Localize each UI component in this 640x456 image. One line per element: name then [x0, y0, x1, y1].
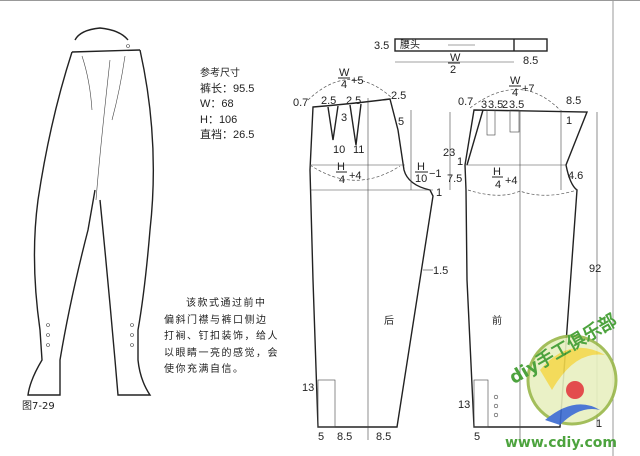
dimension-label: H	[417, 161, 425, 173]
dimension-label: 23	[443, 147, 455, 159]
dimension-label: 1.5	[433, 265, 448, 277]
dimension-label: +5	[351, 75, 364, 87]
dimension-label: 5	[398, 116, 404, 128]
dimension-label: 3	[341, 112, 347, 124]
dimension-label: 4	[495, 179, 501, 191]
description-line: 打裥、钉扣装饰，给人	[164, 331, 279, 342]
back-pattern-piece: 0.7 2.5 2.5 3 2.5 5 10 11 W 4+5 H 4+4 H …	[293, 67, 448, 443]
dimension-label: +4	[349, 170, 362, 182]
size-waist: W：68	[200, 98, 234, 110]
dimension-label: 10	[415, 173, 427, 185]
dimension-label: 4	[512, 87, 518, 99]
dimension-label: 2.5	[346, 95, 361, 107]
dimension-label: 8.5	[337, 431, 352, 443]
dimension-label: 前	[492, 314, 502, 327]
dimension-label: 5	[474, 431, 480, 443]
dimension-label: 92	[589, 263, 601, 275]
dimension-label: +7	[522, 83, 535, 95]
dimension-label: W	[510, 75, 521, 87]
dimension-label: 0.7	[458, 96, 473, 108]
dimension-label: 11	[353, 144, 364, 156]
dimension-label: 腰头	[400, 39, 420, 51]
dimension-label: 13	[458, 399, 470, 411]
dimension-label: 3.5	[509, 99, 524, 111]
dimension-label: 5	[318, 431, 324, 443]
dimension-label: +4	[505, 175, 518, 187]
dimension-label: 2.5	[321, 95, 336, 107]
dimension-label: 2.5	[391, 90, 406, 102]
dimension-label: 2	[450, 64, 456, 76]
dimension-label: 3.5	[374, 40, 389, 52]
dimension-label: 8.5	[523, 55, 538, 67]
dimension-label: W	[339, 67, 350, 79]
dimension-label: 1	[566, 115, 572, 127]
dimension-label: 7.5	[447, 173, 462, 185]
dimension-label: 8.5	[566, 95, 581, 107]
dimension-label: 1	[596, 418, 602, 430]
dimension-label: 4	[341, 79, 347, 91]
reference-sizes: 参考尺寸 裤长：95.5 W：68 H：106 直裆：26.5	[200, 66, 254, 144]
dimension-label: 3	[481, 99, 487, 111]
size-rise: 直裆：26.5	[200, 129, 255, 141]
description-paragraph: 该款式通过前中 偏斜门襟与裤口侧边 打裥、钉扣装饰，给人 以眼睛一亮的感觉，会 …	[164, 296, 304, 379]
dimension-label: 0.7	[293, 97, 308, 109]
dimension-label: 1	[457, 156, 463, 168]
dimension-label: 8.5	[376, 431, 391, 443]
reference-sizes-title: 参考尺寸	[200, 68, 240, 79]
dimension-label: 4.6	[568, 170, 583, 182]
dimension-label: W	[450, 52, 461, 64]
waistband: 3.5 腰头 W 2 8.5	[374, 38, 548, 76]
size-length: 裤长：95.5	[200, 82, 255, 95]
dimension-label: 2	[502, 99, 508, 111]
dimension-label: −1	[429, 168, 442, 180]
dimension-label: 13	[302, 382, 314, 394]
figure-caption: 图7-29	[22, 400, 55, 412]
description-line: 以眼睛一亮的感觉，会	[164, 347, 279, 359]
dimension-label: 3.5	[488, 99, 503, 111]
dimension-label: H	[337, 161, 345, 173]
dimension-label: 1	[436, 187, 442, 199]
description-line: 使你充满自信。	[164, 364, 245, 375]
front-pattern-piece: 0.7 3 3.5 2 3.5 8.5 1 23 1 7.5 4.6 92 W …	[443, 75, 602, 443]
size-hip: H：106	[200, 113, 238, 126]
watermark-logo: diy手工俱乐部 www.cdiy.com	[505, 309, 621, 451]
dimension-label: 4	[339, 174, 345, 186]
dimension-label: H	[493, 166, 501, 178]
description-line: 该款式通过前中	[186, 298, 267, 309]
pants-sketch	[27, 27, 155, 396]
description-line: 偏斜门襟与裤口侧边	[164, 314, 268, 326]
dimension-label: 后	[384, 315, 394, 327]
dimension-label: 10	[333, 144, 345, 156]
watermark-url: www.cdiy.com	[505, 435, 617, 451]
